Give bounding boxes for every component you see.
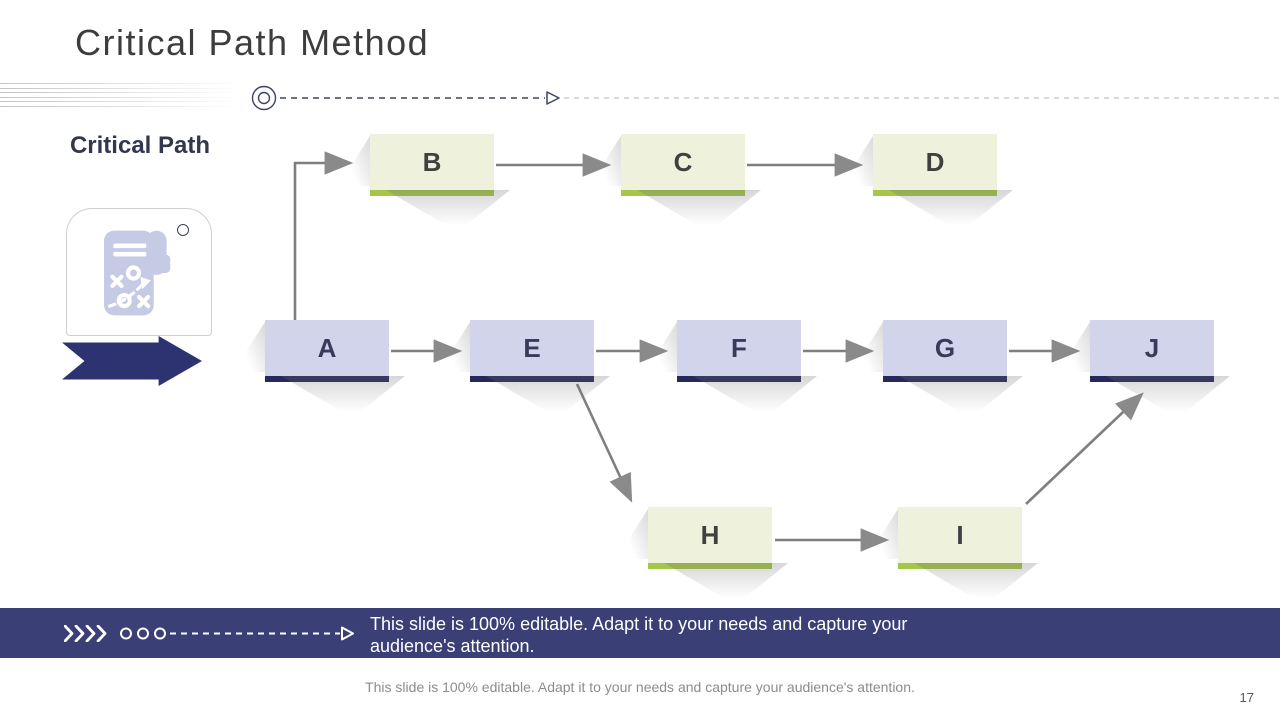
page-title: Critical Path Method xyxy=(75,22,430,63)
node-G: G xyxy=(883,320,1007,382)
node-C: C xyxy=(621,134,745,196)
node-J: J xyxy=(1090,320,1214,382)
footer-note: This slide is 100% editable. Adapt it to… xyxy=(365,679,915,695)
ruled-lines-decoration xyxy=(0,83,232,110)
node-A: A xyxy=(265,320,389,382)
node-D: D xyxy=(873,134,997,196)
divider-arrow-decoration xyxy=(251,85,1280,111)
page-number: 17 xyxy=(1239,690,1254,705)
node-I: I xyxy=(898,507,1022,569)
banner-arrow-decoration xyxy=(64,625,354,642)
editable-note-banner: This slide is 100% editable. Adapt it to… xyxy=(0,608,1280,658)
edge-E-H xyxy=(575,383,633,503)
node-H: H xyxy=(648,507,772,569)
edge-I-J xyxy=(1025,392,1144,505)
node-F: F xyxy=(677,320,801,382)
strategy-plan-icon xyxy=(104,230,171,316)
strategy-card xyxy=(66,208,212,336)
node-B: B xyxy=(370,134,494,196)
node-E: E xyxy=(470,320,594,382)
critical-path-label: Critical Path xyxy=(69,132,211,159)
circle-decoration xyxy=(177,224,189,236)
edge-A-B xyxy=(293,151,354,320)
banner-text: This slide is 100% editable. Adapt it to… xyxy=(370,614,908,656)
